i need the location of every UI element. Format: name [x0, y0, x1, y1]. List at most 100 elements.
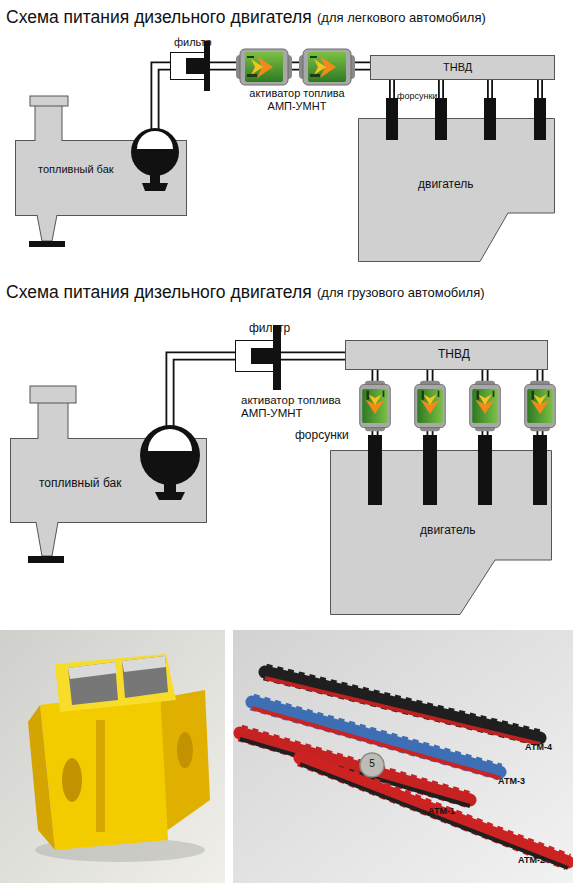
fuel-line	[372, 370, 379, 450]
fuel-line	[537, 370, 544, 450]
part-label: форсунки	[397, 91, 437, 101]
injection-pump: ТНВД	[370, 55, 555, 80]
fuel-line	[275, 353, 345, 358]
tank-drain	[29, 241, 65, 247]
fuel-line	[427, 370, 434, 450]
tank-drain	[28, 522, 64, 563]
engine-block: двигатель	[330, 450, 552, 615]
tank-neck	[38, 402, 68, 439]
fuel-filter: фильтр	[235, 340, 275, 372]
fuel-line	[155, 66, 170, 140]
diagram-heading: Схема питания дизельного двигателя	[6, 282, 312, 302]
corrugated-tube	[265, 672, 540, 744]
fuel-line	[373, 370, 376, 450]
corrugated-tube	[265, 678, 540, 744]
product-photo	[0, 630, 225, 883]
fuel-line	[155, 66, 170, 140]
node-text: фильтр	[249, 322, 290, 336]
injection-pump: ТНВД	[345, 340, 548, 370]
coin-marking: 5	[366, 758, 378, 770]
product-photo	[122, 656, 166, 672]
product-photo	[62, 758, 82, 802]
corrugated-tube	[300, 758, 568, 862]
corrugated-tube	[240, 733, 470, 800]
fuel-line	[438, 80, 444, 118]
node-text: ТНВД	[438, 348, 470, 362]
part-label: форсунки	[295, 429, 349, 443]
tank-neck	[35, 105, 62, 141]
node-text: фильтр	[174, 36, 212, 49]
corrugated-tube	[300, 758, 568, 868]
fuel-line	[538, 370, 541, 450]
corrugated-tube	[300, 764, 568, 868]
diagram-heading: Схема питания дизельного двигателя	[6, 7, 312, 27]
corrugated-tube	[265, 672, 540, 738]
fuel-line	[490, 80, 491, 118]
product-label: АТМ-4	[525, 742, 552, 752]
node-text: двигатель	[420, 524, 476, 538]
fuel-line	[540, 370, 541, 450]
fuel-activator	[415, 381, 446, 431]
fuel-tank: топливный бак	[10, 438, 207, 523]
corrugated-tube	[252, 702, 500, 772]
engine-block: двигатель	[358, 118, 555, 262]
product-photo	[55, 654, 176, 712]
fuel-line	[206, 62, 370, 71]
fuel-activator	[236, 49, 292, 85]
fuel-line	[206, 63, 370, 68]
fuel-line	[485, 370, 486, 450]
fuel-filter: фильтр	[170, 52, 206, 80]
fuel-line	[540, 80, 541, 118]
tank-neck	[30, 386, 76, 439]
fuel-line	[440, 80, 442, 118]
fuel-line	[275, 352, 345, 361]
node-text: топливный бак	[38, 163, 114, 176]
node-text: ТНВД	[443, 61, 472, 74]
diagram-subheading: (для грузового автомобиля)	[317, 286, 485, 301]
fuel-line	[441, 80, 442, 118]
fuel-line	[392, 80, 393, 118]
fuel-activator	[360, 381, 391, 431]
product-photo	[35, 838, 205, 862]
product-photo	[28, 705, 55, 850]
fuel-activator	[525, 381, 556, 431]
tank-neck	[30, 96, 68, 141]
coin	[360, 753, 384, 777]
fuel-line	[170, 356, 235, 438]
fuel-line	[155, 66, 170, 140]
corrugated-tube	[240, 739, 470, 806]
corrugated-tube	[240, 733, 470, 806]
fuel-tank: топливный бак	[15, 140, 187, 216]
product-label: АТМ-2	[518, 855, 545, 865]
fuel-line	[170, 356, 235, 438]
product-photo	[68, 662, 118, 705]
product-photo	[122, 656, 168, 698]
fuel-line	[206, 66, 370, 67]
fuel-line	[391, 80, 393, 118]
fuel-line	[430, 370, 431, 450]
tank-neck	[30, 96, 68, 106]
fuel-line	[487, 80, 493, 118]
fuel-activator	[360, 381, 556, 431]
node-text: двигатель	[418, 178, 474, 192]
tank-drain	[29, 215, 65, 247]
part-label: активатор топлива АМП-УМНТ	[241, 394, 359, 420]
fuel-activator	[236, 49, 355, 85]
tank-drain	[28, 556, 64, 563]
fuel-line	[428, 370, 431, 450]
fuel-activator	[470, 381, 501, 431]
fuel-line	[537, 80, 543, 118]
corrugated-tube	[300, 758, 568, 862]
corrugated-tube	[252, 702, 500, 778]
fuel-line	[275, 356, 345, 357]
product-photo	[96, 720, 105, 832]
product-photo	[233, 630, 573, 883]
tank-drain	[36, 522, 58, 556]
corrugated-tube	[252, 702, 500, 772]
fuel-line	[539, 80, 541, 118]
product-label: АТМ-3	[498, 776, 525, 786]
product-photo	[233, 630, 573, 883]
fuel-line	[482, 370, 489, 450]
product-photo	[40, 690, 168, 850]
fuel-line	[483, 370, 486, 450]
